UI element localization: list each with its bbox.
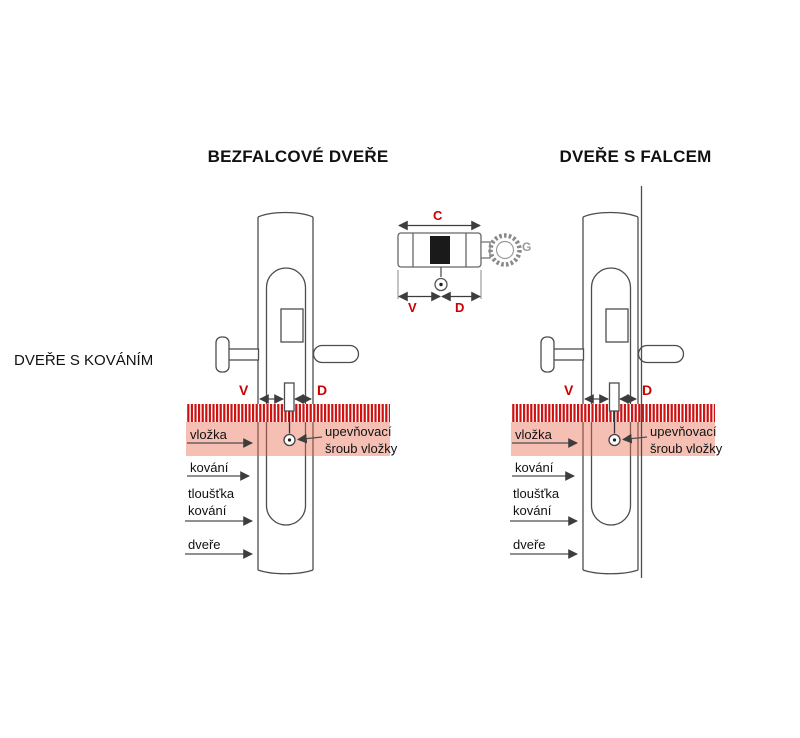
right-label-screw-line1: upevňovací — [650, 424, 717, 439]
title-dvere-s-falcem: DVEŘE S FALCEM — [559, 147, 712, 166]
left-label-thickness-line1: tloušťka — [188, 486, 235, 501]
cylinder-dim-v-label: V — [408, 300, 417, 315]
right-label-screw-line2: šroub vložky — [650, 441, 723, 456]
cylinder-dim-d-label: D — [455, 300, 465, 315]
left-label-vlozka: vložka — [190, 427, 227, 442]
title-dvere-s-kovanim: DVEŘE S KOVÁNÍM — [14, 352, 154, 369]
left-dim-v-label: V — [239, 382, 249, 398]
door-diagram-left — [185, 213, 390, 574]
thumbturn-knob — [488, 233, 522, 267]
cylinder-detail-drawing — [397, 220, 522, 302]
title-bezfalcove-dvere: BEZFALCOVÉ DVEŘE — [207, 147, 389, 166]
left-label-kovani: kování — [190, 460, 229, 475]
door-diagram-right — [510, 213, 715, 574]
cylinder-knob-g-label: G — [522, 240, 532, 254]
cylinder-dim-c-label: C — [433, 208, 443, 223]
left-label-thickness-line2: kování — [188, 503, 227, 518]
left-label-dvere: dveře — [188, 537, 221, 552]
left-dim-d-label: D — [317, 382, 328, 398]
left-label-screw-line2: šroub vložky — [325, 441, 398, 456]
right-label-kovani: kování — [515, 460, 554, 475]
right-label-thickness-line1: tloušťka — [513, 486, 560, 501]
right-label-dvere: dveře — [513, 537, 546, 552]
right-dim-v-label: V — [564, 382, 574, 398]
left-label-screw-line1: upevňovací — [325, 424, 392, 439]
right-label-vlozka: vložka — [515, 427, 552, 442]
right-label-thickness-line2: kování — [513, 503, 552, 518]
right-dim-d-label: D — [642, 382, 653, 398]
